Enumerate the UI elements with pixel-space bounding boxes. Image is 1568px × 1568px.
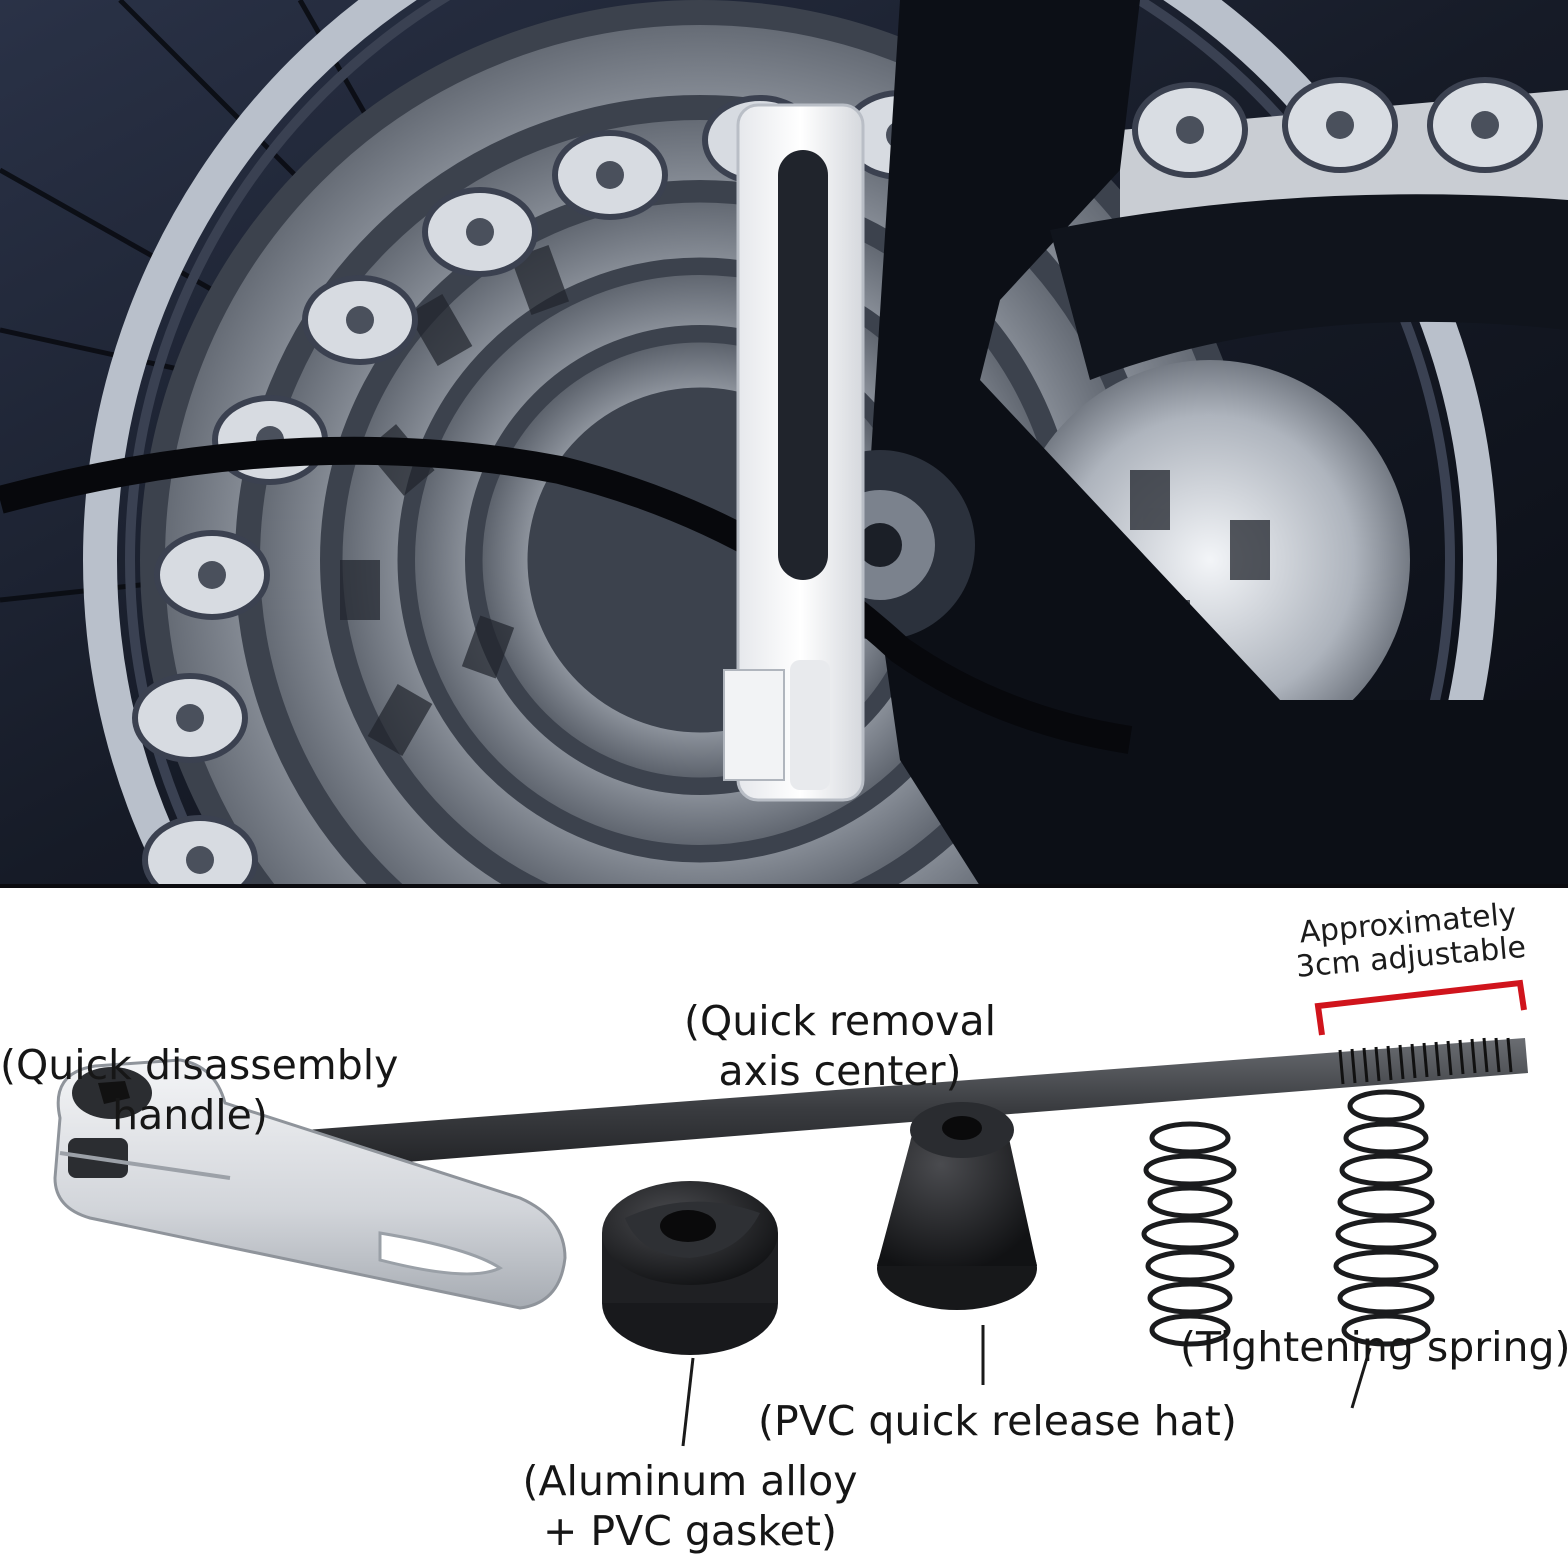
gasket-leader-line xyxy=(681,1357,695,1447)
aluminum-pvc-gasket xyxy=(602,1181,778,1355)
axis-label-line-2: axis center) xyxy=(718,1047,962,1095)
spring-label: (Tightening spring) xyxy=(1180,1322,1568,1372)
hat-label: (PVC quick release hat) xyxy=(758,1396,1237,1446)
section-divider xyxy=(0,884,1568,888)
handle-label-line-1: (Quick disassembly xyxy=(0,1041,399,1089)
axis-label-line-1: (Quick removal xyxy=(684,997,996,1045)
pvc-quick-release-hat xyxy=(877,1102,1037,1310)
axis-label: (Quick removal axis center) xyxy=(680,996,1000,1096)
spring-label-text: (Tightening spring) xyxy=(1180,1323,1568,1371)
axle-rod xyxy=(200,1037,1528,1178)
quick-release-parts-illustration xyxy=(53,979,1528,1447)
spring-leader-line xyxy=(1350,1347,1372,1409)
tightening-spring-right xyxy=(1333,1089,1439,1347)
handle-label-line-2: handle) xyxy=(112,1091,268,1139)
gasket-label: (Aluminum alloy + PVC gasket) xyxy=(510,1456,870,1556)
quick-disassembly-handle xyxy=(53,1058,567,1310)
gasket-label-line-1: (Aluminum alloy xyxy=(522,1457,858,1505)
gasket-label-line-2: + PVC gasket) xyxy=(543,1507,837,1555)
tightening-spring-left xyxy=(1141,1121,1239,1347)
handle-label: (Quick disassembly handle) xyxy=(0,1040,399,1140)
hat-label-text: (PVC quick release hat) xyxy=(758,1397,1237,1445)
bike-cassette-photo xyxy=(0,0,1568,886)
adjustable-range-bracket xyxy=(1314,979,1527,1036)
